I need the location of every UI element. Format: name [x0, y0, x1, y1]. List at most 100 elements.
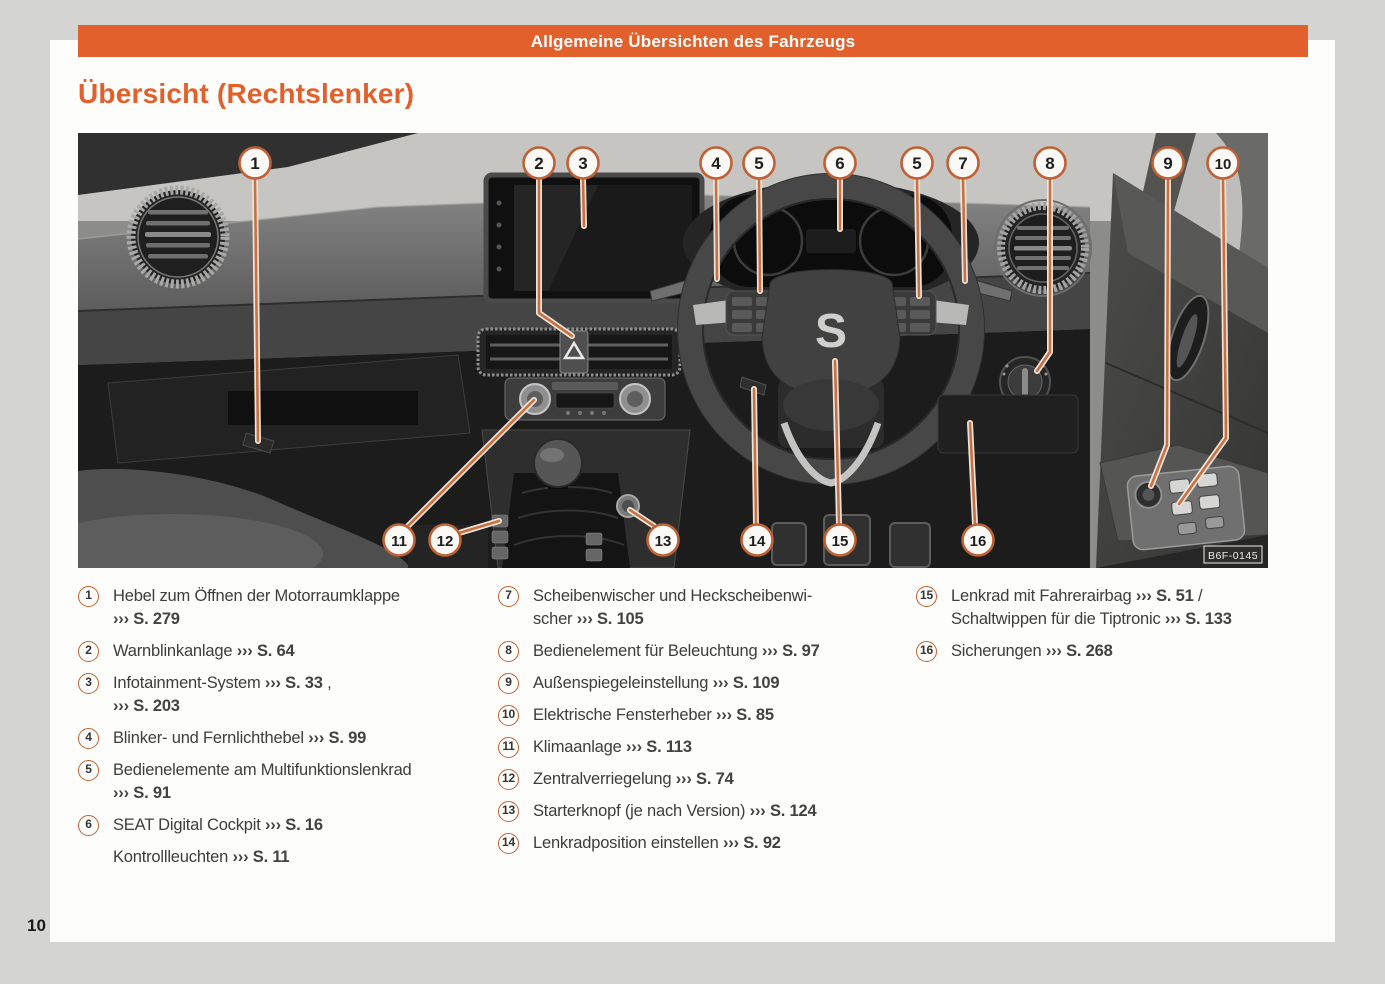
cross-reference: ››› S. 85 [716, 706, 774, 724]
cross-reference: ››› S. 51 [1135, 587, 1194, 605]
cross-reference: ››› S. 97 [761, 642, 820, 660]
legend-item-number: 11 [498, 737, 519, 758]
legend-item-number: 3 [78, 673, 99, 694]
cross-reference: ››› S. 113 [626, 738, 692, 756]
svg-text:8: 8 [1045, 154, 1054, 173]
page-number: 10 [27, 916, 46, 935]
cross-reference: ››› S. 11 [232, 848, 290, 866]
legend-item-number: 6 [78, 815, 99, 836]
callout-3: 3 [566, 146, 600, 229]
svg-text:1: 1 [250, 154, 259, 173]
legend-item-number: 10 [498, 705, 519, 726]
legend-item-text: Kontrollleuchten ››› S. 11 [113, 848, 290, 866]
steering-adjust-lever [739, 376, 767, 396]
hazard-light-button [559, 330, 589, 374]
svg-text:10: 10 [1215, 156, 1232, 173]
center-console [481, 429, 691, 568]
legend-item-text: Bedienelement für Beleuchtung ››› S. 97 [533, 642, 820, 660]
legend-item-number: 2 [78, 641, 99, 662]
cross-reference: ››› S. 33 [264, 674, 323, 692]
legend-item-number: 5 [78, 760, 99, 781]
legend-item-text: Blinker- und Fernlichthebel ››› S. 99 [113, 729, 367, 747]
cross-reference: ››› S. 105 [576, 610, 644, 628]
climate-control-panel [504, 377, 666, 421]
callout-2: 2 [522, 146, 575, 339]
seat-logo: S [815, 305, 847, 358]
callout-12: 12 [428, 518, 502, 557]
legend-item: 8 Bedienelement für Beleuchtung ››› S. 97 [498, 640, 916, 663]
callout-5: 5 [900, 146, 934, 299]
cross-reference: ››› S. 92 [722, 834, 781, 852]
cross-reference: ››› S. 64 [236, 642, 295, 660]
callout-11: 11 [382, 397, 537, 557]
legend-item: 1 Hebel zum Öffnen der Motorraumklappe›››… [78, 585, 498, 631]
cross-reference: ››› S. 74 [675, 770, 734, 788]
callout-15: 15 [823, 358, 857, 557]
callout-5: 5 [742, 146, 776, 294]
legend-item-text: Scheibenwischer und Heckscheibenwi-scher… [533, 587, 813, 628]
legend-item-text: Elektrische Fensterheber ››› S. 85 [533, 706, 774, 724]
legend-item: Kontrollleuchten ››› S. 11 [78, 846, 498, 869]
legend-item-text: Hebel zum Öffnen der Motorraumklappe››› … [113, 587, 400, 628]
legend-item-text: Klimaanlage ››› S. 113 [533, 738, 692, 756]
legend-item-number: 9 [498, 673, 519, 694]
right-air-vent [994, 199, 1092, 297]
chapter-header-bar: Allgemeine Übersichten des Fahrzeugs [78, 25, 1308, 57]
dashboard-figure: S [78, 133, 1268, 568]
legend-item-number: 16 [916, 641, 937, 662]
window-switches [1126, 465, 1246, 551]
page-title: Übersicht (Rechtslenker) [78, 78, 415, 109]
legend-item-number: 15 [916, 586, 937, 607]
cross-reference: ››› S. 109 [712, 674, 780, 692]
svg-text:16: 16 [970, 533, 987, 550]
center-air-vents [476, 327, 682, 377]
legend-item: 15 Lenkrad mit Fahrerairbag ››› S. 51 /Sc… [916, 585, 1308, 631]
svg-text:15: 15 [832, 533, 849, 550]
svg-text:4: 4 [711, 154, 721, 173]
callout-14: 14 [740, 386, 774, 557]
legend-item-text: Lenkradposition einstellen ››› S. 92 [533, 834, 781, 852]
cross-reference: ››› S. 91 [113, 784, 171, 802]
cross-reference: ››› S. 16 [265, 816, 323, 834]
legend-item-text: Sicherungen ››› S. 268 [951, 642, 1113, 660]
legend-item-text: Infotainment-System ››› S. 33 ,››› S. 20… [113, 674, 332, 715]
cross-reference: ››› S. 99 [308, 729, 367, 747]
legend-item-text: Außenspiegeleinstellung ››› S. 109 [533, 674, 780, 692]
infotainment-screen [483, 172, 705, 304]
figure-code-label: B6F-0145 [1203, 545, 1263, 564]
legend-item: 6 SEAT Digital Cockpit ››› S. 16 [78, 814, 498, 837]
callout-13: 13 [627, 507, 680, 557]
svg-text:5: 5 [912, 154, 921, 173]
svg-text:3: 3 [578, 154, 587, 173]
legend-column: 15 Lenkrad mit Fahrerairbag ››› S. 51 /Sc… [916, 585, 1308, 878]
legend-item-number: 1 [78, 586, 99, 607]
cross-reference: ››› S. 279 [113, 610, 180, 628]
callout-4: 4 [699, 146, 733, 282]
svg-text:6: 6 [835, 154, 844, 173]
legend-item-number: 8 [498, 641, 519, 662]
legend-item: 11 Klimaanlage ››› S. 113 [498, 736, 916, 759]
legend-item-number: 4 [78, 728, 99, 749]
svg-text:2: 2 [534, 154, 543, 173]
svg-text:13: 13 [655, 533, 672, 550]
svg-text:7: 7 [958, 154, 967, 173]
steering-wheel: S [649, 173, 1013, 487]
legend-item: 9 Außenspiegeleinstellung ››› S. 109 [498, 672, 916, 695]
callout-6: 6 [823, 146, 857, 232]
svg-text:12: 12 [437, 533, 454, 550]
legend-item-text: Lenkrad mit Fahrerairbag ››› S. 51 /Scha… [951, 587, 1232, 628]
cross-reference: ››› S. 133 [1164, 610, 1232, 628]
legend-column: 1 Hebel zum Öffnen der Motorraumklappe›››… [78, 585, 498, 878]
legend-item-text: SEAT Digital Cockpit ››› S. 16 [113, 816, 323, 834]
svg-text:5: 5 [754, 154, 763, 173]
legend-item: 10 Elektrische Fensterheber ››› S. 85 [498, 704, 916, 727]
svg-text:11: 11 [391, 533, 407, 550]
